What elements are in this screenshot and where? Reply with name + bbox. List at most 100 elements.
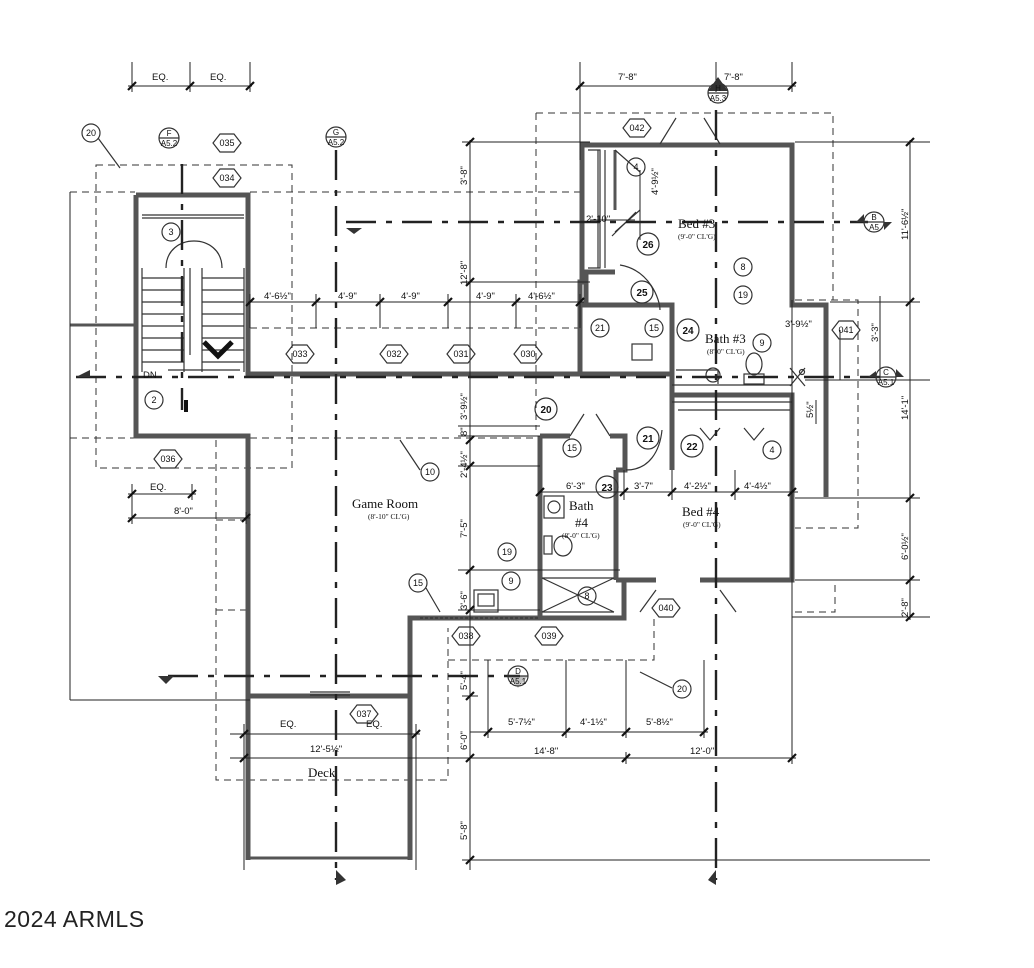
section-marker-g: G A5.2 xyxy=(325,126,347,148)
keynote: 21 xyxy=(642,434,654,445)
keynote: 23 xyxy=(601,483,613,494)
keynote: 8 xyxy=(740,262,745,272)
window-tag: 042 xyxy=(629,123,644,133)
dim-3-8-top: 3'-8" xyxy=(459,166,470,185)
dim-4-9-a: 4'-9" xyxy=(338,291,357,302)
dim-eq-4: EQ. xyxy=(280,719,296,730)
dim-8-0: 8'-0" xyxy=(174,506,193,517)
dim-5-8: 5'-8" xyxy=(459,821,470,840)
svg-text:F: F xyxy=(167,129,172,138)
keynote: 15 xyxy=(413,578,423,588)
dim-14-8: 14'-8" xyxy=(534,746,558,757)
room-bath4-ceiling: (8'-0" CL'G) xyxy=(562,531,600,540)
window-tag: 031 xyxy=(453,349,468,359)
dim-11-6h: 11'-6½" xyxy=(900,209,911,240)
keynote: 2 xyxy=(151,395,156,405)
dim-5-8h: 5'-8½" xyxy=(646,717,673,728)
window-tag: 037 xyxy=(356,709,371,719)
keynote: 15 xyxy=(649,323,659,333)
section-markers: F A5.2 G A5.2 H A5.3 B A5 C A5.1 D A5.1 xyxy=(158,77,904,688)
room-game-name: Game Room xyxy=(352,496,418,511)
dim-2-10: 2'-10" xyxy=(586,214,610,225)
svg-text:B: B xyxy=(871,213,876,222)
dim-8in: 8" xyxy=(459,427,470,436)
stair-treads xyxy=(141,214,245,412)
svg-text:A5: A5 xyxy=(869,223,879,232)
window-tag: 036 xyxy=(160,454,175,464)
dim-3-7: 3'-7" xyxy=(634,481,653,492)
keynote: 24 xyxy=(682,326,694,337)
dim-eq-5: EQ. xyxy=(366,719,382,730)
dim-4-6h-right: 4'-6½" xyxy=(528,291,555,302)
dimension-lines xyxy=(69,62,930,870)
dim-7-8-left: 7'-8" xyxy=(618,72,637,83)
dim-7-8-right: 7'-8" xyxy=(724,72,743,83)
keynote: 4 xyxy=(633,162,638,172)
dim-4-1h: 4'-1½" xyxy=(580,717,607,728)
dim-eq-2: EQ. xyxy=(210,72,226,83)
dim-14-1: 14'-1" xyxy=(900,396,911,420)
room-deck-name: Deck xyxy=(308,765,336,780)
keynote: 20 xyxy=(86,128,96,138)
dim-3-3: 3'-3" xyxy=(870,323,881,342)
room-labels: Bed #3 (9'-0" CL'G) Bath #3 (8'-0" CL'G)… xyxy=(143,216,746,780)
dim-eq-3: EQ. xyxy=(150,482,166,493)
dimension-text: EQ. EQ. 7'-8" 7'-8" 4'-6½" 4'-9" 4'-9" 4… xyxy=(150,72,911,840)
svg-text:C: C xyxy=(883,368,889,377)
room-bath4-number: #4 xyxy=(575,515,589,530)
keynote: 10 xyxy=(425,467,435,477)
window-tag: 034 xyxy=(219,173,234,183)
fixtures xyxy=(310,117,806,696)
section-marker-c: C A5.1 xyxy=(868,366,904,388)
keynote: 4 xyxy=(769,445,774,455)
room-game-ceiling: (8'-10" CL'G) xyxy=(368,512,410,521)
keynote: 26 xyxy=(642,240,654,251)
keynote: 20 xyxy=(677,684,687,694)
keynote: 9 xyxy=(759,338,764,348)
window-tag: 040 xyxy=(658,603,673,613)
dim-3-9h-bath: 3'-9½" xyxy=(785,319,812,330)
dim-6-0: 6'-0" xyxy=(459,731,470,750)
keynote: 15 xyxy=(567,443,577,453)
window-tags: 035 034 033 032 031 030 036 038 039 037 … xyxy=(153,118,861,724)
dim-4-9h: 4'-9½" xyxy=(650,168,661,195)
dim-2-8: 2'-8" xyxy=(900,598,911,617)
svg-text:A5.2: A5.2 xyxy=(161,139,178,148)
room-bed4-ceiling: (9'-0" CL'G) xyxy=(683,520,721,529)
keynote: 9 xyxy=(508,576,513,586)
copyright-watermark: 2024 ARMLS xyxy=(4,906,145,932)
dim-12-5h: 12'-5½" xyxy=(310,744,342,755)
dim-4-2h: 4'-2½" xyxy=(684,481,711,492)
room-bath3-ceiling: (8'-0" CL'G) xyxy=(707,347,745,356)
svg-text:G: G xyxy=(333,128,339,137)
dim-6-3: 6'-3" xyxy=(566,481,585,492)
window-tag: 038 xyxy=(458,631,473,641)
svg-text:A5.1: A5.1 xyxy=(510,677,527,686)
keynote: 25 xyxy=(636,288,648,299)
keynote: 20 xyxy=(540,405,552,416)
room-bed3-ceiling: (9'-0" CL'G) xyxy=(678,232,716,241)
window-tag: 030 xyxy=(520,349,535,359)
stair-dn-label: DN xyxy=(143,370,157,381)
walls xyxy=(70,142,829,860)
keynote: 22 xyxy=(686,442,698,453)
dim-eq-1: EQ. xyxy=(152,72,168,83)
dim-12-0: 12'-0" xyxy=(690,746,714,757)
window-tag: 032 xyxy=(386,349,401,359)
room-bed3-name: Bed #3 xyxy=(678,216,715,231)
section-marker-b: B A5 xyxy=(856,211,892,233)
section-marker-h: H A5.3 xyxy=(707,77,729,104)
window-tag: 041 xyxy=(838,325,853,335)
dim-4-9-b: 4'-9" xyxy=(401,291,420,302)
dim-6-0h: 6'-0½" xyxy=(900,533,911,560)
keynote: 19 xyxy=(738,290,748,300)
dim-4-9-c: 4'-9" xyxy=(476,291,495,302)
dim-4-4h: 4'-4½" xyxy=(744,481,771,492)
section-lines xyxy=(76,110,880,885)
window-tag: 035 xyxy=(219,138,234,148)
dim-7-5: 7'-5" xyxy=(459,519,470,538)
section-marker-d: D A5.1 xyxy=(507,665,529,688)
dim-12-8: 12'-8" xyxy=(459,261,470,285)
window-tag: 039 xyxy=(541,631,556,641)
